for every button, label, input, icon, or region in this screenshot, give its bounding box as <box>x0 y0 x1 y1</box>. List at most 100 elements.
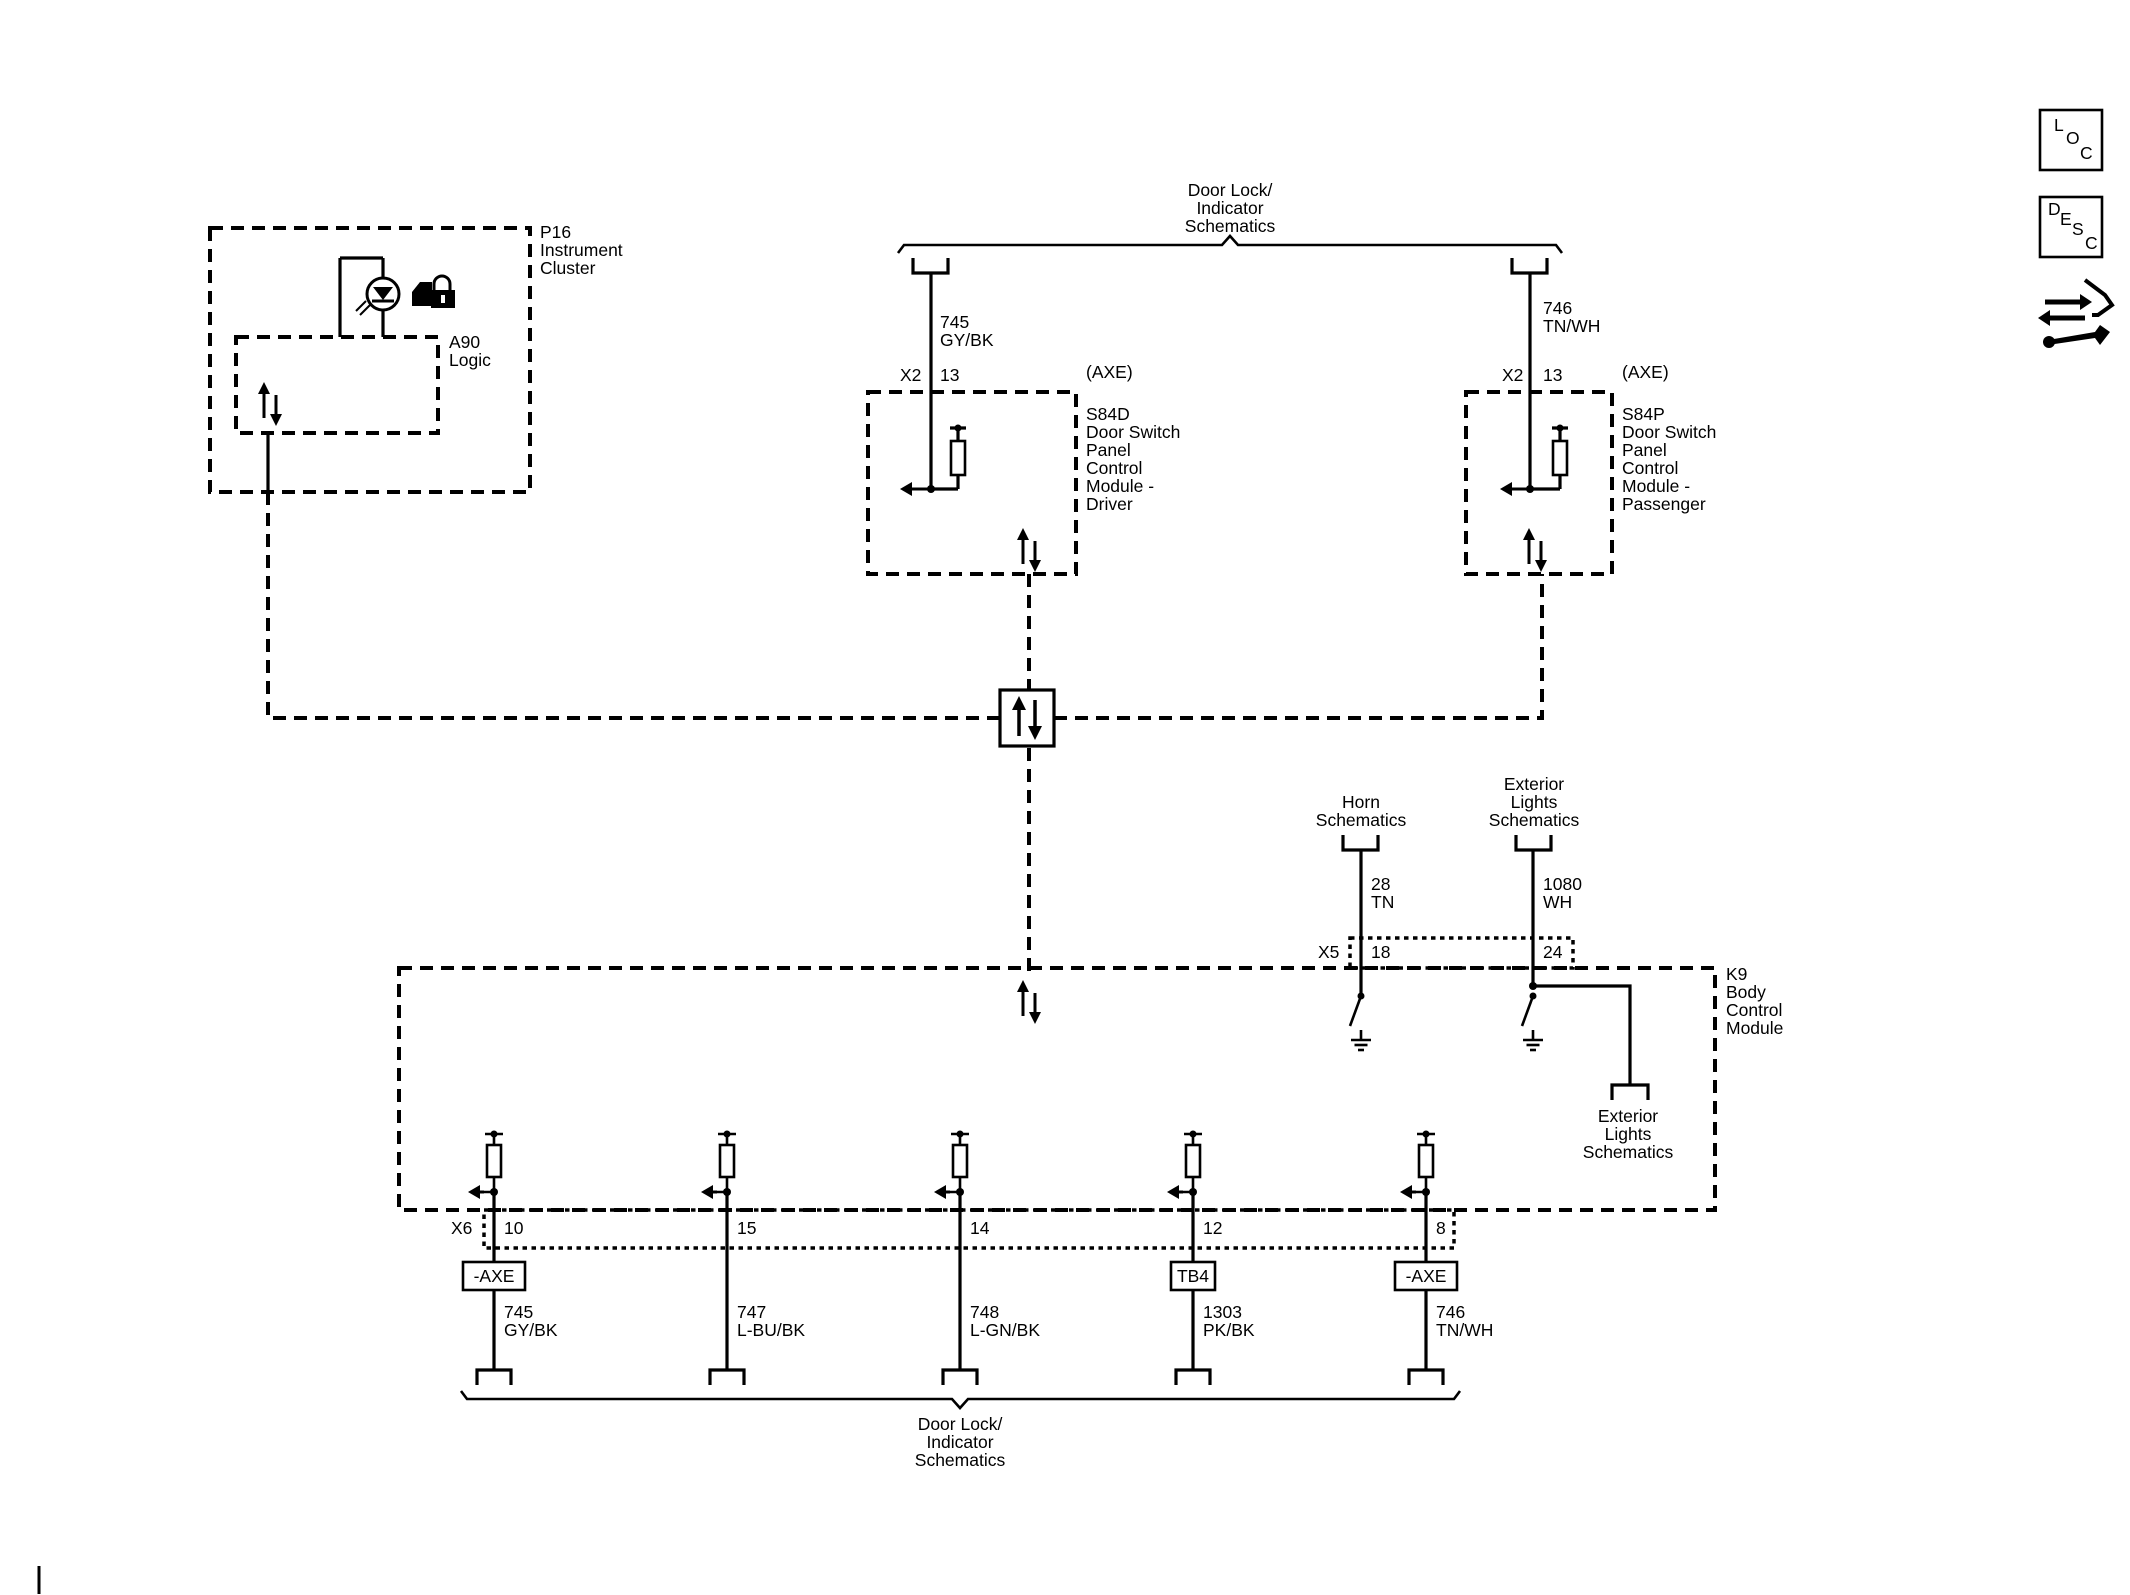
svg-text:E: E <box>2060 209 2072 229</box>
svg-text:Module: Module <box>1726 1018 1783 1038</box>
bidirectional-arrow-icon <box>1017 528 1041 572</box>
svg-text:S84P: S84P <box>1622 404 1665 424</box>
circuit-number: 1303 <box>1203 1302 1242 1322</box>
pin-number: 15 <box>737 1218 756 1238</box>
connector-id: X6 <box>451 1218 472 1238</box>
option-tag: TB4 <box>1177 1266 1209 1286</box>
connector-cup <box>1174 1368 1212 1385</box>
ground-icon <box>1349 1028 1373 1052</box>
top-group-label: Door Lock/ Indicator Schematics <box>1185 180 1276 236</box>
wire-color: WH <box>1543 892 1572 912</box>
ext-lights-right-label: Exterior Lights Schematics <box>1583 1106 1674 1162</box>
svg-text:S: S <box>2072 219 2084 239</box>
svg-text:Schematics: Schematics <box>915 1450 1006 1470</box>
desc-icon[interactable]: D E S C <box>2038 195 2104 259</box>
svg-text:Door Lock/: Door Lock/ <box>1188 180 1273 200</box>
svg-text:Panel: Panel <box>1086 440 1131 460</box>
connector-wrench-icon[interactable] <box>2038 278 2115 355</box>
connector-cup <box>475 1368 513 1385</box>
arrow-head <box>934 1185 946 1199</box>
svg-text:Door Lock/: Door Lock/ <box>918 1414 1003 1434</box>
k9-module-box <box>397 966 1717 1212</box>
bottom-group-label: Door Lock/ Indicator Schematics <box>915 1414 1006 1470</box>
svg-text:D: D <box>2048 199 2061 219</box>
pin-number: 24 <box>1543 942 1563 962</box>
svg-text:Schematics: Schematics <box>1316 810 1407 830</box>
circuit-number: 28 <box>1371 874 1390 894</box>
svg-text:Body: Body <box>1726 982 1766 1002</box>
resistor-icon <box>485 1143 503 1179</box>
circuit-number: 746 <box>1543 298 1572 318</box>
svg-text:A90: A90 <box>449 332 480 352</box>
door-lock-icon <box>412 274 455 308</box>
pin-number: 10 <box>504 1218 524 1238</box>
s84d-label: (AXE) S84D Door Switch Panel Control Mod… <box>1086 362 1180 514</box>
svg-text:Schematics: Schematics <box>1489 810 1580 830</box>
arrow-head <box>701 1185 713 1199</box>
option-tag: -AXE <box>1406 1266 1447 1286</box>
wire-color: TN <box>1371 892 1394 912</box>
circuit-number: 1080 <box>1543 874 1582 894</box>
circuit-number: 745 <box>504 1302 533 1322</box>
svg-text:O: O <box>2066 128 2080 148</box>
connector-cup <box>1510 258 1549 275</box>
svg-text:C: C <box>2085 233 2098 253</box>
arrow-head <box>1400 1185 1412 1199</box>
k9-label: K9 Body Control Module <box>1726 964 1783 1038</box>
connector-cup <box>1341 835 1380 852</box>
horn-label: Horn Schematics <box>1316 792 1407 830</box>
ground-icon <box>1521 1028 1545 1052</box>
pin-number: 18 <box>1371 942 1390 962</box>
resistor-icon <box>949 439 967 477</box>
wire-color: L-BU/BK <box>737 1320 805 1340</box>
resistor-icon <box>951 1143 969 1179</box>
svg-text:Driver: Driver <box>1086 494 1133 514</box>
option-tag-box <box>1393 1260 1459 1292</box>
svg-text:Exterior: Exterior <box>1598 1106 1658 1126</box>
arrow-head <box>468 1185 480 1199</box>
bidirectional-arrow-icon <box>258 382 282 426</box>
led-indicator-icon <box>355 276 401 316</box>
wire-color: TN/WH <box>1436 1320 1493 1340</box>
terminal-dot <box>1422 1130 1430 1138</box>
connector-id: X5 <box>1318 942 1339 962</box>
pin-number: 8 <box>1436 1218 1446 1238</box>
p16-instrument-cluster-box <box>208 226 532 494</box>
option-tag-box <box>1169 1260 1217 1292</box>
pin-number: 14 <box>970 1218 990 1238</box>
resistor-icon <box>1184 1143 1202 1179</box>
svg-text:Indicator: Indicator <box>926 1432 993 1452</box>
arrow-head <box>900 482 912 496</box>
svg-text:C: C <box>2080 143 2093 163</box>
s84p-module-box <box>1464 390 1614 576</box>
arrow-head <box>1500 482 1512 496</box>
svg-text:Lights: Lights <box>1605 1124 1652 1144</box>
p16-label: P16 Instrument Cluster <box>540 222 623 278</box>
svg-text:Passenger: Passenger <box>1622 494 1706 514</box>
x5-connector-box <box>1348 936 1575 970</box>
connector-cup <box>1407 1368 1445 1385</box>
option-tag-box <box>461 1260 527 1292</box>
serial-data-splice-icon <box>998 688 1056 748</box>
svg-text:Exterior: Exterior <box>1504 774 1564 794</box>
connector-id: X2 <box>900 365 921 385</box>
svg-text:Horn: Horn <box>1342 792 1380 812</box>
arrow-head <box>1167 1185 1179 1199</box>
svg-text:P16: P16 <box>540 222 571 242</box>
serial-data-bus <box>266 492 1544 975</box>
s84p-label: (AXE) S84P Door Switch Panel Control Mod… <box>1622 362 1716 514</box>
svg-text:L: L <box>2054 115 2064 135</box>
output-channels: 10-AXE745GY/BK15747L-BU/BK14748L-GN/BK12… <box>461 1130 1493 1385</box>
connector-cup <box>911 258 950 275</box>
loc-icon[interactable]: L O C <box>2038 108 2104 172</box>
terminal-dot <box>956 1130 964 1138</box>
horn-switch <box>1348 995 1363 1027</box>
svg-text:(AXE): (AXE) <box>1086 362 1133 382</box>
terminal-dot <box>1189 1130 1197 1138</box>
wire-color: TN/WH <box>1543 316 1600 336</box>
